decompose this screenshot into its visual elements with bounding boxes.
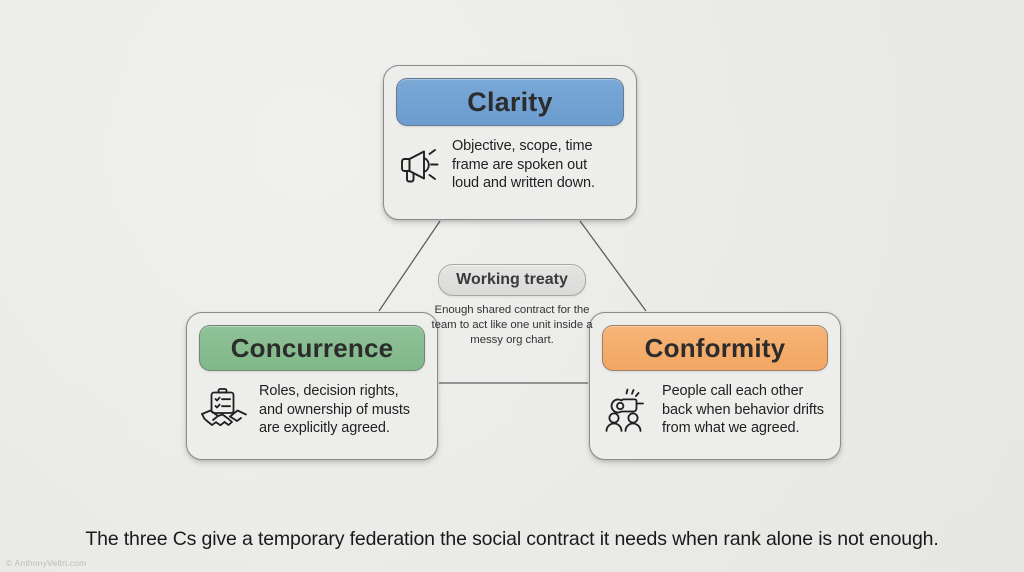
- clarity-title: Clarity: [467, 86, 553, 117]
- conformity-body: People call each other back when behavio…: [602, 382, 828, 438]
- hub-title-pill: Working treaty: [438, 264, 586, 296]
- hub-description: Enough shared contract for the team to a…: [431, 304, 593, 347]
- clarity-body: Objective, scope, time frame are spoken …: [396, 137, 624, 193]
- megaphone-icon: [396, 144, 442, 186]
- hub-working-treaty: Working treaty Enough shared contract fo…: [424, 264, 600, 348]
- concurrence-body: Roles, decision rights, and ownership of…: [199, 382, 425, 438]
- node-card-clarity[interactable]: Clarity Objective, scope, time frame are…: [383, 65, 637, 220]
- concurrence-title: Concurrence: [230, 332, 394, 363]
- clarity-description: Objective, scope, time frame are spoken …: [452, 138, 595, 192]
- hub-title: Working treaty: [456, 271, 568, 288]
- watermark: © AnthonyVeltri.com: [6, 558, 87, 568]
- concurrence-title-pill: Concurrence: [199, 325, 425, 371]
- node-card-conformity[interactable]: Conformity: [589, 312, 841, 460]
- conformity-title: Conformity: [644, 332, 786, 363]
- node-card-concurrence[interactable]: Concurrence: [186, 312, 438, 460]
- clarity-title-pill: Clarity: [396, 78, 624, 126]
- caption-text: The three Cs give a temporary federation…: [85, 528, 939, 550]
- conformity-title-pill: Conformity: [602, 325, 828, 371]
- conformity-description: People call each other back when behavio…: [662, 383, 824, 437]
- clipboard-handshake-icon: [199, 387, 249, 433]
- whistle-people-icon: [602, 387, 652, 433]
- concurrence-description: Roles, decision rights, and ownership of…: [259, 383, 410, 437]
